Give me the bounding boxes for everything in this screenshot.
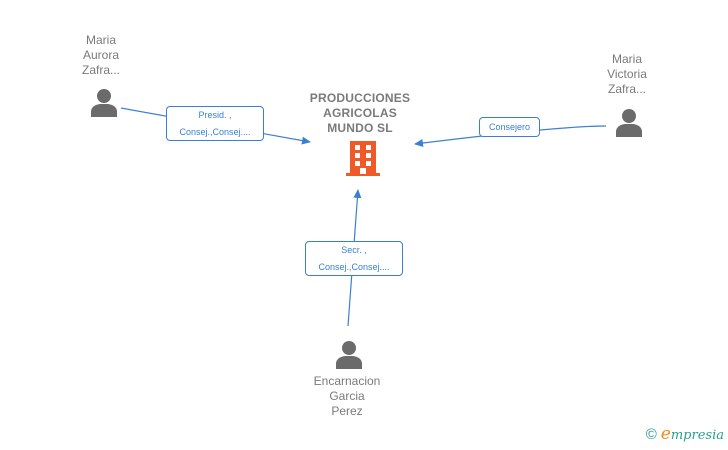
person-name-maria-aurora[interactable]: Maria Aurora Zafra... — [56, 33, 146, 78]
person-name-line: Zafra... — [81, 63, 120, 77]
person-name-encarnacion[interactable]: Encarnacion Garcia Perez — [302, 374, 392, 419]
company-name-line: PRODUCCIONES — [309, 91, 411, 105]
brand-name: empresia — [661, 424, 724, 444]
person-name-line: Encarnacion — [313, 374, 381, 388]
company-name[interactable]: PRODUCCIONES AGRICOLAS MUNDO SL — [295, 91, 425, 136]
person-name-line: Zafra... — [607, 82, 646, 96]
role-box-maria-victoria[interactable]: Consejero — [479, 117, 540, 137]
person-name-line: Maria — [85, 33, 116, 47]
copyright-icon: © — [645, 425, 657, 443]
person-icon[interactable] — [334, 339, 364, 369]
person-icon[interactable] — [614, 107, 644, 137]
role-line: Consej.,Consej.... — [179, 127, 251, 137]
role-box-maria-aurora[interactable]: Presid. , Consej.,Consej.... — [166, 106, 264, 141]
person-name-line: Perez — [331, 404, 363, 418]
role-line: Presid. , — [198, 110, 232, 120]
company-name-line: AGRICOLAS — [323, 106, 397, 120]
company-name-line: MUNDO SL — [327, 121, 393, 135]
brand-logo[interactable]: © empresia — [646, 424, 724, 444]
role-line: Consejero — [488, 122, 531, 132]
person-name-line: Aurora — [82, 48, 120, 62]
person-name-line: Garcia — [329, 389, 365, 403]
brand-initial: e — [660, 424, 671, 444]
role-line: Secr. , — [341, 245, 367, 255]
person-name-line: Maria — [611, 52, 642, 66]
person-name-maria-victoria[interactable]: Maria Victoria Zafra... — [582, 52, 672, 97]
building-icon[interactable] — [346, 141, 380, 177]
person-name-line: Victoria — [607, 67, 647, 81]
brand-rest: mpresia — [670, 428, 724, 443]
role-box-encarnacion[interactable]: Secr. , Consej.,Consej.... — [305, 241, 403, 276]
person-icon[interactable] — [89, 87, 119, 117]
role-line: Consej.,Consej.... — [318, 262, 390, 272]
